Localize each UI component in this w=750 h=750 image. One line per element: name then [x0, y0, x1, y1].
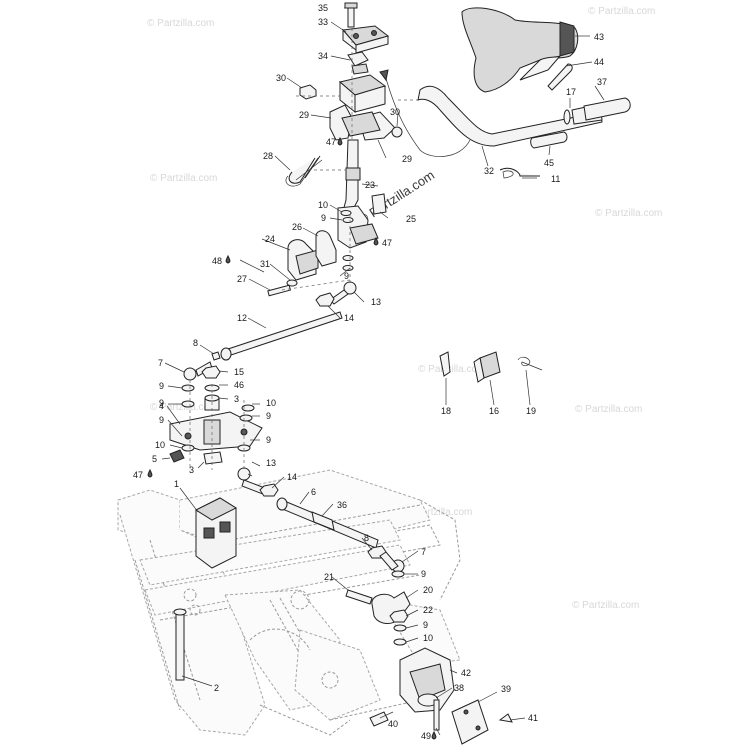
callout-7: 7: [421, 547, 426, 557]
callout-27: 27: [237, 274, 247, 284]
callout-37: 37: [597, 77, 607, 87]
callout-8: 8: [364, 533, 369, 543]
lube-drop-icon: [337, 136, 343, 146]
callout-41: 41: [528, 713, 538, 723]
callout-35: 35: [318, 3, 328, 13]
callout-29: 29: [402, 154, 412, 164]
tie-rod-12: [211, 311, 343, 361]
callout-10: 10: [318, 200, 328, 210]
callout-30: 30: [390, 107, 400, 117]
callout-31: 31: [260, 259, 270, 269]
callout-15: 15: [234, 367, 244, 377]
callout-26: 26: [292, 222, 302, 232]
callout-18: 18: [441, 406, 451, 416]
callout-9: 9: [421, 569, 426, 579]
callout-4: 4: [159, 401, 164, 411]
callout-1: 1: [174, 479, 179, 489]
watermark-text: © Partzilla.com: [147, 18, 214, 29]
callout-13: 13: [266, 458, 276, 468]
callout-5: 5: [152, 454, 157, 464]
callout-10: 10: [155, 440, 165, 450]
watermark-text: © Partzilla.com: [575, 404, 642, 415]
watermark-center-text: © Partzilla.com: [355, 167, 437, 227]
leader-lines: [161, 7, 605, 736]
callout-36: 36: [337, 500, 347, 510]
callout-23: 23: [365, 180, 375, 190]
callout-47: 47: [382, 238, 392, 248]
callout-11: 11: [551, 174, 560, 184]
lower-link: [276, 497, 411, 646]
watermark-text: © Partzilla.com: [150, 402, 217, 413]
callout-38: 38: [454, 683, 464, 693]
callout-47: 47: [326, 137, 336, 147]
callout-7: 7: [158, 358, 163, 368]
callout-9: 9: [266, 435, 271, 445]
callout-47: 47: [133, 470, 143, 480]
loose-parts: [439, 351, 543, 383]
pivot-assembly: [169, 361, 279, 497]
callout-8: 8: [193, 338, 198, 348]
callout-20: 20: [423, 585, 433, 595]
callout-24: 24: [265, 234, 275, 244]
callout-40: 40: [388, 719, 398, 729]
callout-9: 9: [266, 411, 271, 421]
watermark-text: © Partzilla.com: [405, 507, 472, 518]
vehicle-frame: [117, 469, 461, 736]
watermark-text: © Partzilla.com: [588, 6, 655, 17]
callout-2: 2: [214, 683, 219, 693]
callout-17: 17: [566, 87, 576, 97]
callout-14: 14: [344, 313, 354, 323]
handlebar-assembly: [379, 7, 631, 179]
watermark-text: © Partzilla.com: [418, 364, 485, 375]
steering-boot: [369, 647, 513, 745]
callout-16: 16: [489, 406, 499, 416]
callout-3: 3: [234, 394, 239, 404]
lube-drop-icon: [431, 730, 437, 740]
callout-49: 49: [421, 731, 431, 741]
callout-46: 46: [234, 380, 244, 390]
callout-6: 6: [311, 487, 316, 497]
steering-column-upper: [267, 2, 403, 307]
callout-19: 19: [526, 406, 536, 416]
callout-21: 21: [324, 572, 334, 582]
callout-32: 32: [484, 166, 494, 176]
callout-22: 22: [423, 605, 433, 615]
callout-9: 9: [159, 415, 164, 425]
callout-48: 48: [212, 256, 222, 266]
callout-10: 10: [266, 398, 276, 408]
callout-39: 39: [501, 684, 511, 694]
callout-12: 12: [237, 313, 247, 323]
callout-13: 13: [371, 297, 381, 307]
lube-drop-icon: [373, 236, 379, 246]
watermark-text: © Partzilla.com: [595, 208, 662, 219]
callout-30: 30: [276, 73, 286, 83]
lube-drop-icon: [147, 468, 153, 478]
callout-25: 25: [406, 214, 416, 224]
callout-42: 42: [461, 668, 471, 678]
lube-drops: [147, 136, 437, 740]
callout-3: 3: [189, 465, 194, 475]
watermark-text: © Partzilla.com: [572, 600, 639, 611]
callout-34: 34: [318, 51, 328, 61]
callout-10: 10: [423, 633, 433, 643]
callout-9: 9: [344, 271, 349, 281]
mount-block: [173, 497, 238, 681]
callout-labels: 35 33 34 30 29 30 47 29 28 23 10 9 25 47…: [133, 3, 607, 741]
callout-29: 29: [299, 110, 309, 120]
callout-9: 9: [159, 398, 164, 408]
callout-33: 33: [318, 17, 328, 27]
watermark-text: © Partzilla.com: [150, 173, 217, 184]
callout-14: 14: [287, 472, 297, 482]
callout-45: 45: [544, 158, 554, 168]
callout-44: 44: [594, 57, 604, 67]
callout-9: 9: [423, 620, 428, 630]
callout-43: 43: [594, 32, 604, 42]
callout-9: 9: [321, 213, 326, 223]
callout-9: 9: [159, 381, 164, 391]
lube-drop-icon: [225, 254, 231, 264]
callout-28: 28: [263, 151, 273, 161]
